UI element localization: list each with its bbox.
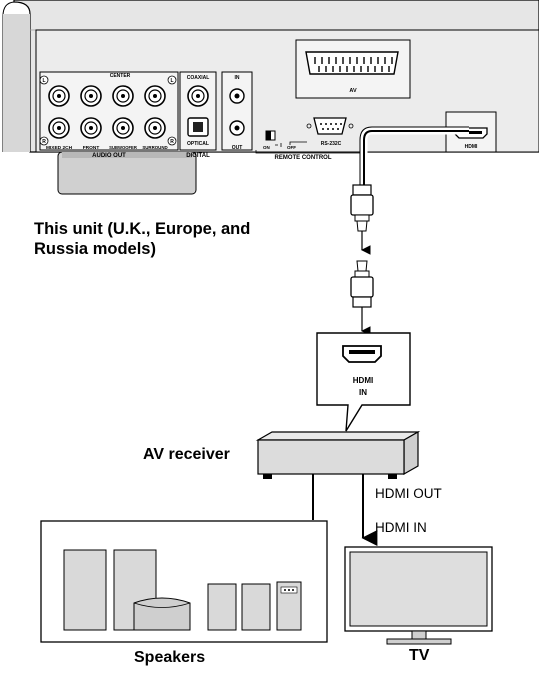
speakers-group [40, 520, 328, 643]
audio-jack-row-bottom [48, 117, 166, 139]
av-scart-section: AV [295, 39, 411, 99]
receiver-hdmi-in-callout: HDMI IN [316, 332, 411, 432]
speaker-center [133, 597, 191, 631]
tv [344, 546, 493, 645]
hdmi-plug-bottom [350, 276, 374, 298]
callout-hdmi-label: HDMI [353, 376, 373, 385]
coaxial-label: COAXIAL [187, 75, 210, 81]
digital-label: DIGITAL [186, 153, 210, 159]
hdmi-plug-top [350, 194, 374, 216]
hdmi-cable-unit-to-receiver [350, 126, 469, 336]
audio-out-section: CENTER L R L R MIXED 2CH FRONT SUBWOOFER… [39, 71, 179, 159]
mixed-2ch-label: MIXED 2CH [46, 145, 73, 151]
hdmi-in-label: HDMI IN [375, 520, 427, 535]
marker-l-left: L [42, 78, 45, 84]
remote-control-section: IN OUT ON OFF RS-232C REMOTE CONTROL [221, 71, 361, 161]
tv-label: TV [409, 647, 430, 664]
marker-r-left: R [42, 139, 46, 145]
av-label: AV [349, 88, 357, 94]
surround-label: SURROUND [142, 145, 167, 150]
speakers-label: Speakers [134, 649, 206, 666]
av-receiver [255, 430, 421, 479]
speaker-surround-right [241, 583, 271, 631]
marker-l-right: L [170, 78, 173, 84]
unit-caption-line1: This unit (U.K., Europe, and [34, 220, 251, 238]
switch-on-label: ON [263, 145, 270, 150]
unit-caption-line2: Russia models) [34, 240, 156, 258]
av-receiver-label: AV receiver [143, 446, 230, 463]
rs232c-port [313, 117, 347, 135]
remote-out-label: OUT [232, 145, 243, 151]
speaker-front-left [63, 549, 107, 631]
audio-out-label: AUDIO OUT [92, 153, 126, 159]
subwoofer-label: SUBWOOFER [109, 145, 137, 150]
remote-control-label: REMOTE CONTROL [275, 155, 332, 161]
digital-section: COAXIAL OPTICAL DIGITAL [179, 71, 217, 159]
audio-jack-row-top [48, 85, 166, 107]
hdmi-out-label: HDMI OUT [375, 486, 442, 501]
unit-hdmi-label: HDMI [465, 144, 478, 150]
rs232c-label: RS-232C [321, 141, 342, 147]
speaker-surround-left [207, 583, 237, 631]
scart-port [305, 51, 399, 75]
optical-label: OPTICAL [187, 141, 209, 147]
remote-in-label: IN [235, 75, 240, 81]
marker-r-right: R [170, 139, 174, 145]
switch-off-label: OFF [287, 145, 296, 150]
callout-in-label: IN [359, 388, 367, 397]
center-label: CENTER [110, 73, 131, 79]
front-label: FRONT [83, 145, 100, 151]
